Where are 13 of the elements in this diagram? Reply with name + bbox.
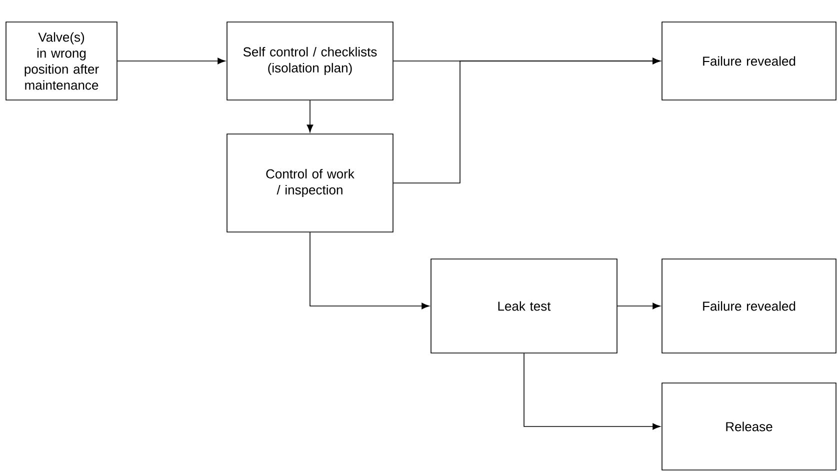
arrow bbox=[306, 100, 314, 132]
arrow bbox=[393, 58, 660, 184]
arrow bbox=[117, 58, 226, 64]
process-box: Release bbox=[662, 382, 836, 470]
process-box: Leak test bbox=[430, 258, 618, 354]
process-box: Valve(s) in wrong position after maintenance bbox=[6, 22, 118, 100]
arrow bbox=[524, 353, 660, 430]
arrow bbox=[617, 302, 660, 310]
arrow bbox=[310, 232, 430, 310]
process-box: Control of work / inspection bbox=[226, 134, 394, 232]
process-box: Self control / checklists (isolation plan) bbox=[226, 22, 394, 100]
process-box: Failure revealed bbox=[662, 258, 836, 354]
process-box: Failure revealed bbox=[662, 22, 836, 100]
